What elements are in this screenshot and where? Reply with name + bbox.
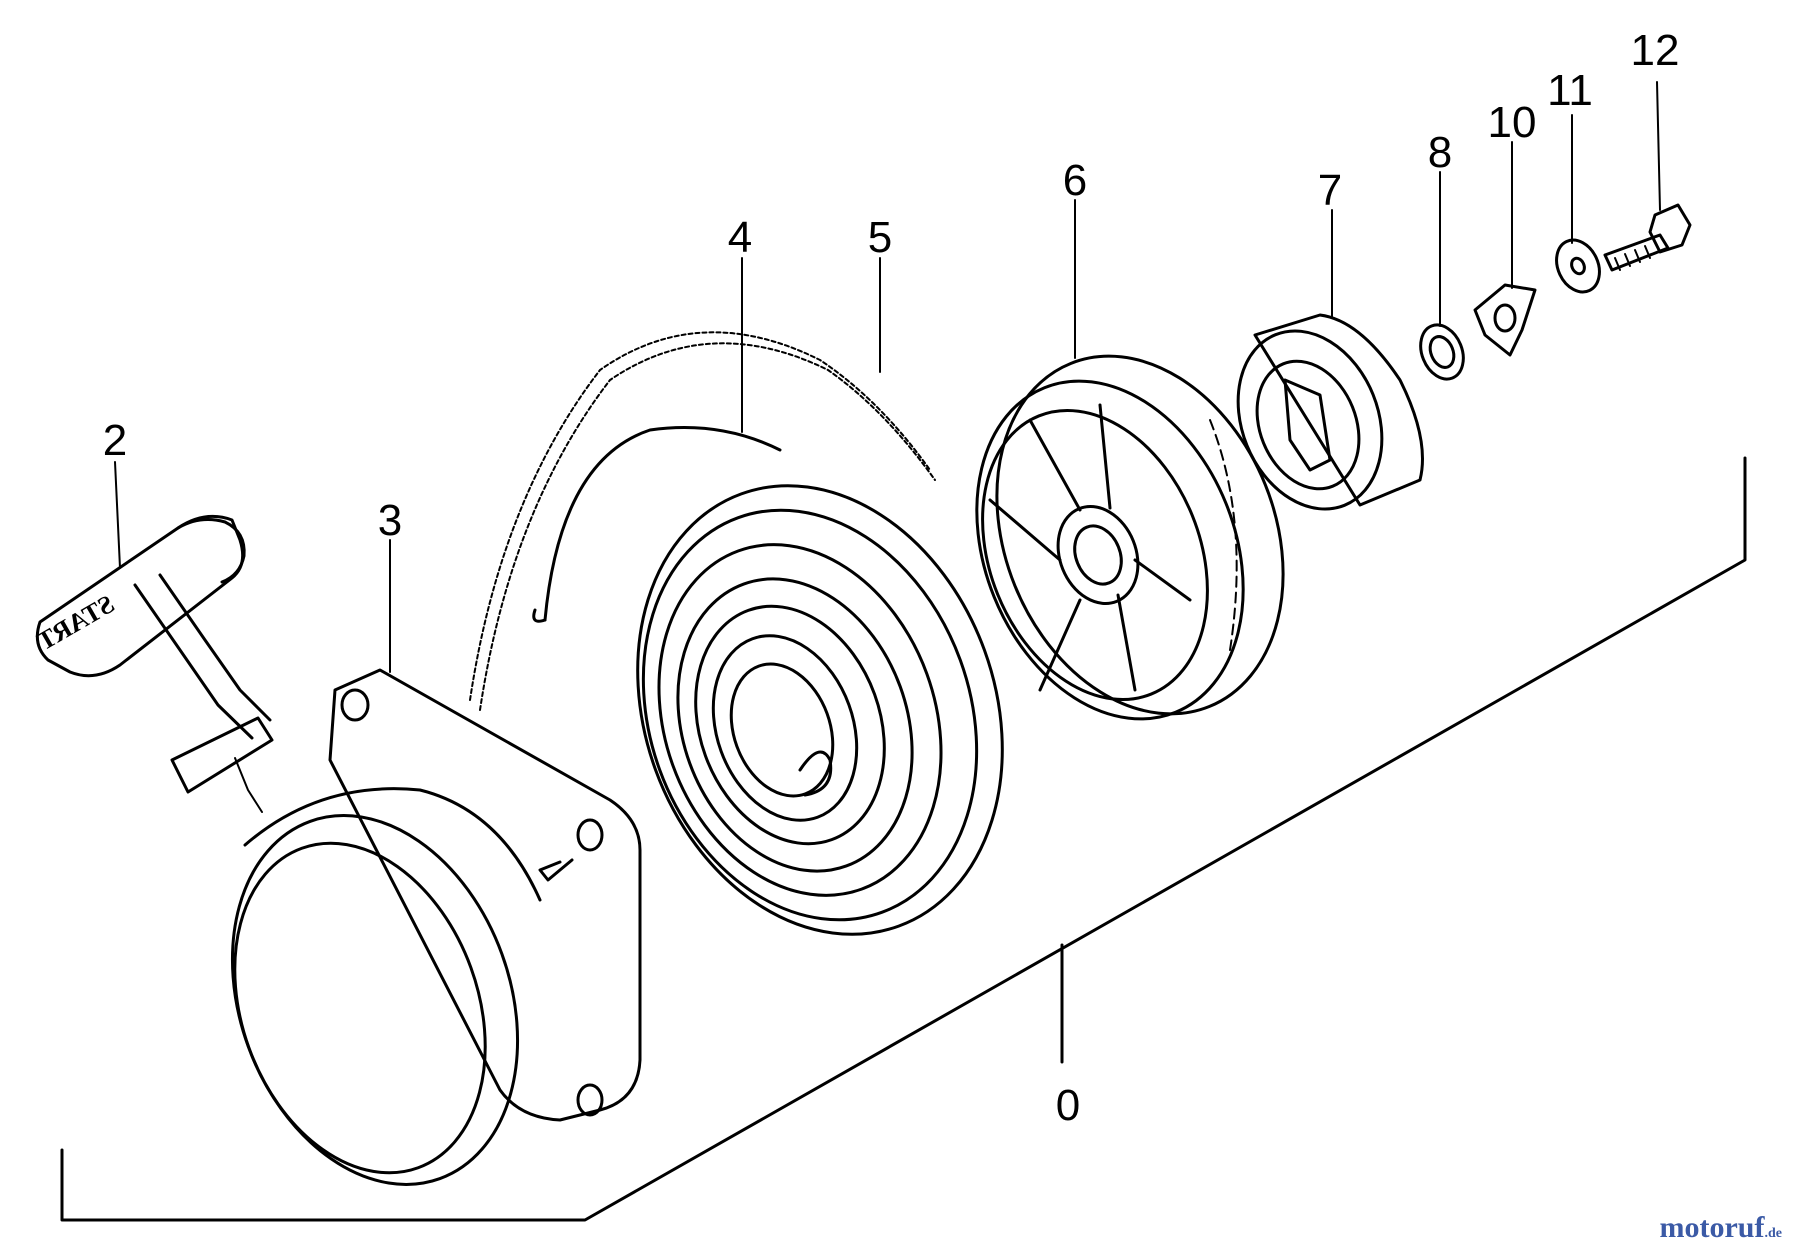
part-3-starter-housing xyxy=(230,668,642,1186)
callout-0: 0 xyxy=(1056,1081,1080,1130)
part-8-spring-washer xyxy=(1419,323,1465,381)
callout-8: 8 xyxy=(1428,128,1452,177)
watermark-tld: .de xyxy=(1764,1226,1783,1241)
callout-7: 7 xyxy=(1318,166,1342,215)
callout-3: 3 xyxy=(378,496,402,545)
callout-numbers: 0 2 3 4 5 6 7 8 10 11 12 xyxy=(103,26,1680,1130)
watermark: motoruf.de xyxy=(1660,1211,1782,1245)
callout-6: 6 xyxy=(1063,156,1087,205)
callout-4: 4 xyxy=(728,213,752,262)
assembly-bracket xyxy=(60,456,1747,1222)
part-11-flat-washer xyxy=(1555,238,1601,294)
part-10-lock-plate xyxy=(1473,283,1537,357)
part-12-bolt xyxy=(1603,203,1692,272)
watermark-brand: motoruf xyxy=(1659,1211,1765,1244)
part-4-rope xyxy=(469,331,936,711)
part-2-starter-handle: START xyxy=(32,514,274,813)
part-7-ratchet-drum xyxy=(1236,313,1424,511)
leader-lines xyxy=(114,81,1661,673)
callout-2: 2 xyxy=(103,416,127,465)
part-6-pulley xyxy=(975,354,1285,721)
callout-11: 11 xyxy=(1547,66,1593,115)
callout-5: 5 xyxy=(868,213,892,262)
part-5-recoil-spring xyxy=(532,426,1004,936)
callout-10: 10 xyxy=(1488,98,1537,147)
callout-12: 12 xyxy=(1631,26,1680,75)
